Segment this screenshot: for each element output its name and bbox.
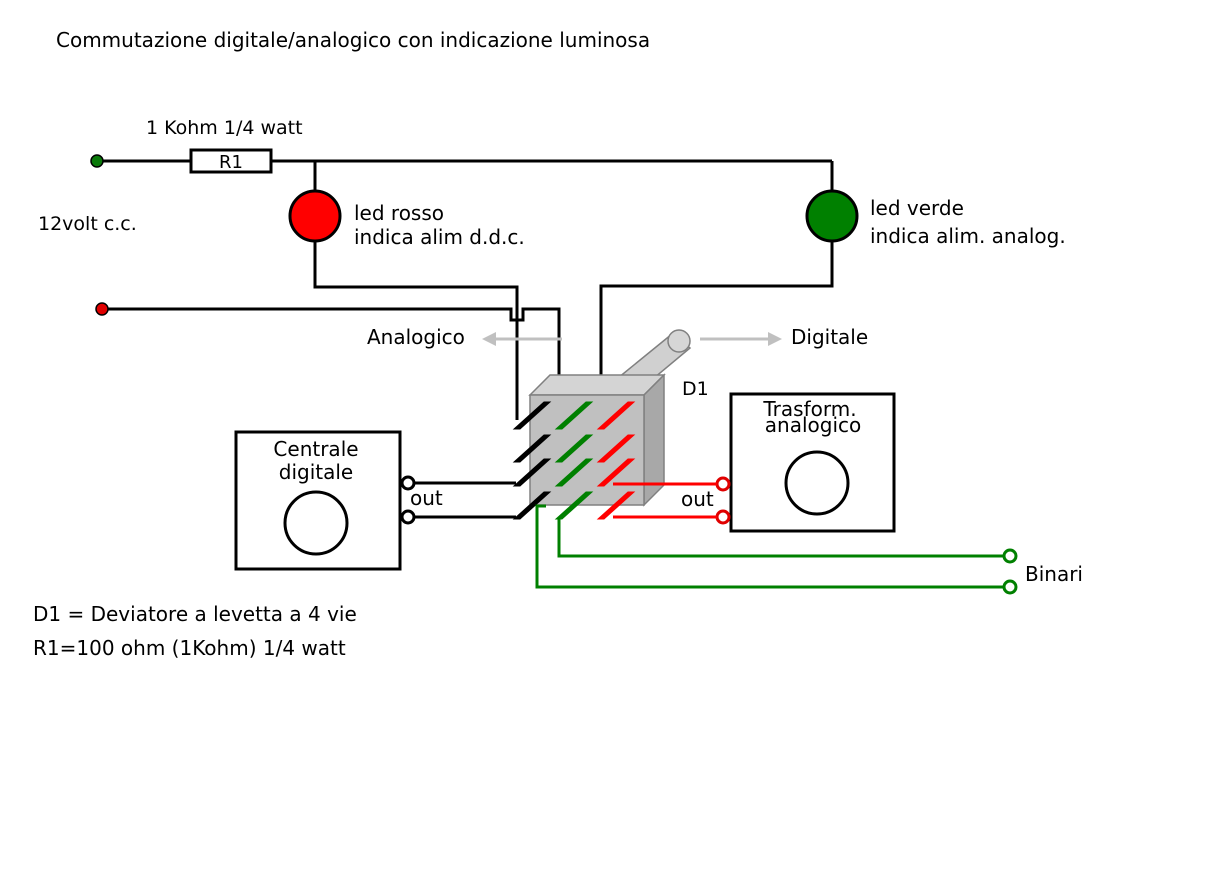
analogico-label: Analogico [367, 325, 465, 349]
switch-pin [512, 491, 552, 520]
centrale-dial [283, 490, 349, 556]
binari-terminal-1 [1002, 548, 1018, 564]
resistor-r1 [189, 148, 273, 174]
note-r1: R1=100 ohm (1Kohm) 1/4 watt [33, 636, 346, 660]
trasformatore-out-label: out [681, 487, 714, 511]
led-red [288, 189, 342, 243]
switch-pin [596, 491, 636, 520]
centrale-out-terminal-2 [400, 509, 416, 525]
binari-label: Binari [1025, 562, 1083, 586]
diagram-title: Commutazione digitale/analogico con indi… [56, 28, 650, 52]
switch-pin [512, 458, 552, 487]
binari-terminal-2 [1002, 579, 1018, 595]
top-wire [103, 159, 834, 192]
trasformatore-label-1: Trasform. [762, 397, 856, 421]
switch-pin [554, 458, 594, 487]
switch-pin [596, 434, 636, 463]
trasformatore-out-wires [613, 482, 717, 519]
switch-label: D1 [682, 378, 709, 400]
switch-pin [554, 434, 594, 463]
led-wires [108, 241, 834, 420]
centrale-label-2: digitale [279, 460, 353, 484]
centrale-out-label: out [410, 486, 443, 510]
note-d1: D1 = Deviatore a levetta a 4 vie [33, 602, 357, 626]
led-red-label-1: led rosso [354, 201, 444, 225]
switch-pin [596, 458, 636, 487]
binari-wires [535, 504, 1003, 589]
switch-pin [512, 401, 552, 430]
switch-pin [596, 401, 636, 430]
switch-d1 [528, 329, 692, 507]
switch-pin [554, 401, 594, 430]
switch-pin [512, 434, 552, 463]
trasformatore-out-terminal-2 [715, 509, 731, 525]
trasformatore-label-2: analogico [765, 413, 861, 437]
supply-label: 12volt c.c. [38, 213, 137, 235]
trasformatore-dial [784, 450, 850, 516]
supply-negative-terminal [95, 302, 109, 316]
centrale-out-wires [414, 481, 516, 519]
supply-positive-terminal [90, 154, 104, 168]
digitale-label: Digitale [791, 325, 868, 349]
direction-arrows [482, 332, 782, 346]
arrow-right-icon [768, 332, 782, 346]
arrow-left-icon [482, 332, 496, 346]
led-red-label-2: indica alim d.d.c. [354, 225, 525, 249]
centrale-label-1: Centrale [273, 437, 358, 461]
led-green-label-1: led verde [870, 196, 964, 220]
resistor-rating: 1 Kohm 1/4 watt [146, 117, 303, 139]
led-green-label-2: indica alim. analog. [870, 224, 1066, 248]
resistor-label: R1 [219, 152, 243, 173]
switch-pins [512, 401, 636, 520]
led-green [805, 189, 859, 243]
trasformatore-out-terminal-1 [715, 476, 731, 492]
